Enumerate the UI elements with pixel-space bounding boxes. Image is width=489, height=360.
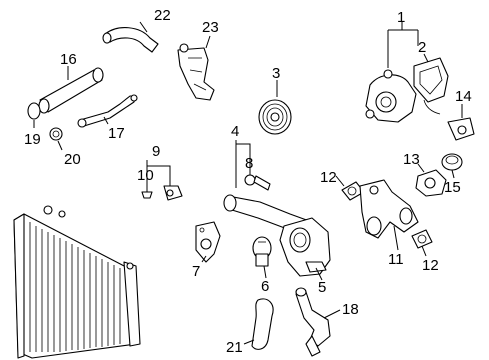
leader-11 <box>393 225 399 251</box>
outlet-housing <box>415 169 447 197</box>
water-valve-bracket <box>177 43 215 101</box>
callout-15: 15 <box>444 179 461 196</box>
callout-9: 9 <box>152 143 160 160</box>
callout-12a: 12 <box>320 169 337 186</box>
lower-water-pipe <box>295 287 331 357</box>
water-pipe <box>77 94 138 128</box>
water-pump-gasket <box>413 57 449 115</box>
callout-1: 1 <box>397 9 405 26</box>
leader-23 <box>205 35 211 49</box>
seal-cap <box>441 153 463 171</box>
callout-8: 8 <box>245 155 253 172</box>
leader-22 <box>139 21 148 33</box>
sensor-gasket <box>163 185 183 201</box>
callout-13: 13 <box>403 151 420 168</box>
leader-5 <box>315 267 323 281</box>
radiator <box>13 205 141 359</box>
callout-3: 3 <box>272 65 280 82</box>
o-ring <box>27 102 41 120</box>
callout-21: 21 <box>226 339 243 356</box>
callout-20: 20 <box>64 151 81 168</box>
callout-19: 19 <box>24 131 41 148</box>
thermostat-housing <box>279 217 331 277</box>
leader-6 <box>263 265 267 279</box>
callout-17: 17 <box>108 125 125 142</box>
water-inlet <box>359 179 419 239</box>
callout-23: 23 <box>202 19 219 36</box>
callout-11: 11 <box>388 251 404 268</box>
gasket-lower <box>411 229 433 249</box>
water-pump-pulley <box>258 99 292 135</box>
leader-15 <box>451 169 455 179</box>
callout-14: 14 <box>455 88 472 105</box>
callout-10: 10 <box>137 167 154 184</box>
leader-21 <box>243 339 255 345</box>
callout-7: 7 <box>192 263 200 280</box>
callout-2: 2 <box>418 39 426 56</box>
leader-13 <box>417 163 425 173</box>
callout-22: 22 <box>154 7 171 24</box>
leader-12a <box>335 175 345 187</box>
leader-1 <box>387 22 419 68</box>
leader-2 <box>423 53 429 63</box>
water-outlet <box>195 221 221 263</box>
callout-5: 5 <box>318 279 326 296</box>
leader-18 <box>323 309 341 319</box>
upper-hose <box>102 27 159 53</box>
water-pump <box>365 69 417 123</box>
callout-16: 16 <box>60 51 77 68</box>
callout-12b: 12 <box>422 257 439 274</box>
drain-plug <box>49 127 63 141</box>
leader-20 <box>57 140 63 151</box>
callout-4: 4 <box>231 123 239 140</box>
leader-17 <box>103 116 109 125</box>
bolt <box>141 191 153 199</box>
outlet-flange <box>447 117 475 141</box>
lower-hose <box>251 298 274 350</box>
leader-12b <box>421 245 427 257</box>
leader-4 <box>235 140 251 188</box>
leader-7 <box>201 255 207 263</box>
thermostat <box>252 236 272 267</box>
inlet-pipe <box>38 67 104 114</box>
callout-18: 18 <box>342 301 359 318</box>
callout-6: 6 <box>261 278 269 295</box>
